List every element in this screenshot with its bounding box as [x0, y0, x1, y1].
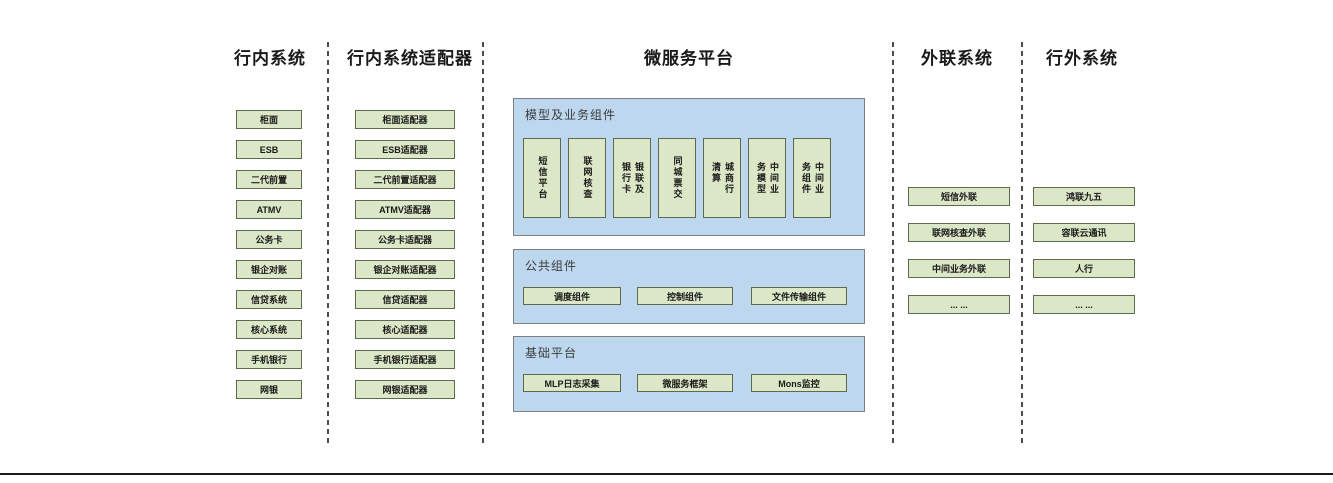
- divider-line-2: [482, 42, 484, 445]
- box-adapter-7: 核心适配器: [355, 320, 455, 339]
- box-file-transfer: 文件传输组件: [751, 287, 847, 305]
- box-internal-6: 信贷系统: [236, 290, 302, 309]
- box-internal-7: 核心系统: [236, 320, 302, 339]
- bottom-horizontal-rule: [0, 473, 1333, 475]
- box-mlp-log: MLP日志采集: [523, 374, 621, 392]
- vbox-intermediate-model: 中间业 务模型: [748, 138, 786, 218]
- box-internal-0: 柜面: [236, 110, 302, 129]
- box-external-2: 人行: [1033, 259, 1135, 278]
- divider-line-1: [327, 42, 329, 445]
- box-control: 控制组件: [637, 287, 733, 305]
- header-internal-adapters: 行内系统适配器: [347, 49, 473, 68]
- box-internal-3: ATMV: [236, 200, 302, 219]
- box-microservice-framework: 微服务框架: [637, 374, 733, 392]
- box-adapter-3: ATMV适配器: [355, 200, 455, 219]
- box-internal-8: 手机银行: [236, 350, 302, 369]
- box-external-3: ... ...: [1033, 295, 1135, 314]
- vbox-city-bank-clearing: 城商行 清算: [703, 138, 741, 218]
- box-adapter-8: 手机银行适配器: [355, 350, 455, 369]
- panel-base-title: 基础平台: [525, 346, 578, 360]
- box-adapter-5: 银企对账适配器: [355, 260, 455, 279]
- box-adapter-6: 信贷适配器: [355, 290, 455, 309]
- panel-common-components: [513, 249, 865, 324]
- box-internal-5: 银企对账: [236, 260, 302, 279]
- vbox-city-bill-exchange: 同城票交: [658, 138, 696, 218]
- header-microservice-platform: 微服务平台: [644, 49, 734, 68]
- vbox-network-check: 联网核查: [568, 138, 606, 218]
- box-internal-9: 网银: [236, 380, 302, 399]
- box-external-0: 鸿联九五: [1033, 187, 1135, 206]
- vbox-intermediate-component: 中间业 务组件: [793, 138, 831, 218]
- vbox-unionpay-card: 银联及 银行卡: [613, 138, 651, 218]
- box-outlink-1: 联网核查外联: [908, 223, 1010, 242]
- panel-common-title: 公共组件: [525, 259, 578, 273]
- box-external-1: 容联云通讯: [1033, 223, 1135, 242]
- header-outlink-systems: 外联系统: [921, 49, 993, 68]
- box-scheduler: 调度组件: [523, 287, 621, 305]
- box-internal-2: 二代前置: [236, 170, 302, 189]
- box-adapter-0: 柜面适配器: [355, 110, 455, 129]
- box-outlink-3: ... ...: [908, 295, 1010, 314]
- box-adapter-4: 公务卡适配器: [355, 230, 455, 249]
- box-internal-4: 公务卡: [236, 230, 302, 249]
- box-outlink-2: 中间业务外联: [908, 259, 1010, 278]
- box-outlink-0: 短信外联: [908, 187, 1010, 206]
- box-mons-monitor: Mons监控: [751, 374, 847, 392]
- box-adapter-1: ESB适配器: [355, 140, 455, 159]
- vbox-sms-platform: 短信平台: [523, 138, 561, 218]
- header-internal-systems: 行内系统: [234, 49, 306, 68]
- panel-model-title: 模型及业务组件: [525, 108, 617, 122]
- box-adapter-2: 二代前置适配器: [355, 170, 455, 189]
- header-external-systems: 行外系统: [1046, 49, 1118, 68]
- box-internal-1: ESB: [236, 140, 302, 159]
- divider-line-3: [892, 42, 894, 445]
- box-adapter-9: 网银适配器: [355, 380, 455, 399]
- divider-line-4: [1021, 42, 1023, 445]
